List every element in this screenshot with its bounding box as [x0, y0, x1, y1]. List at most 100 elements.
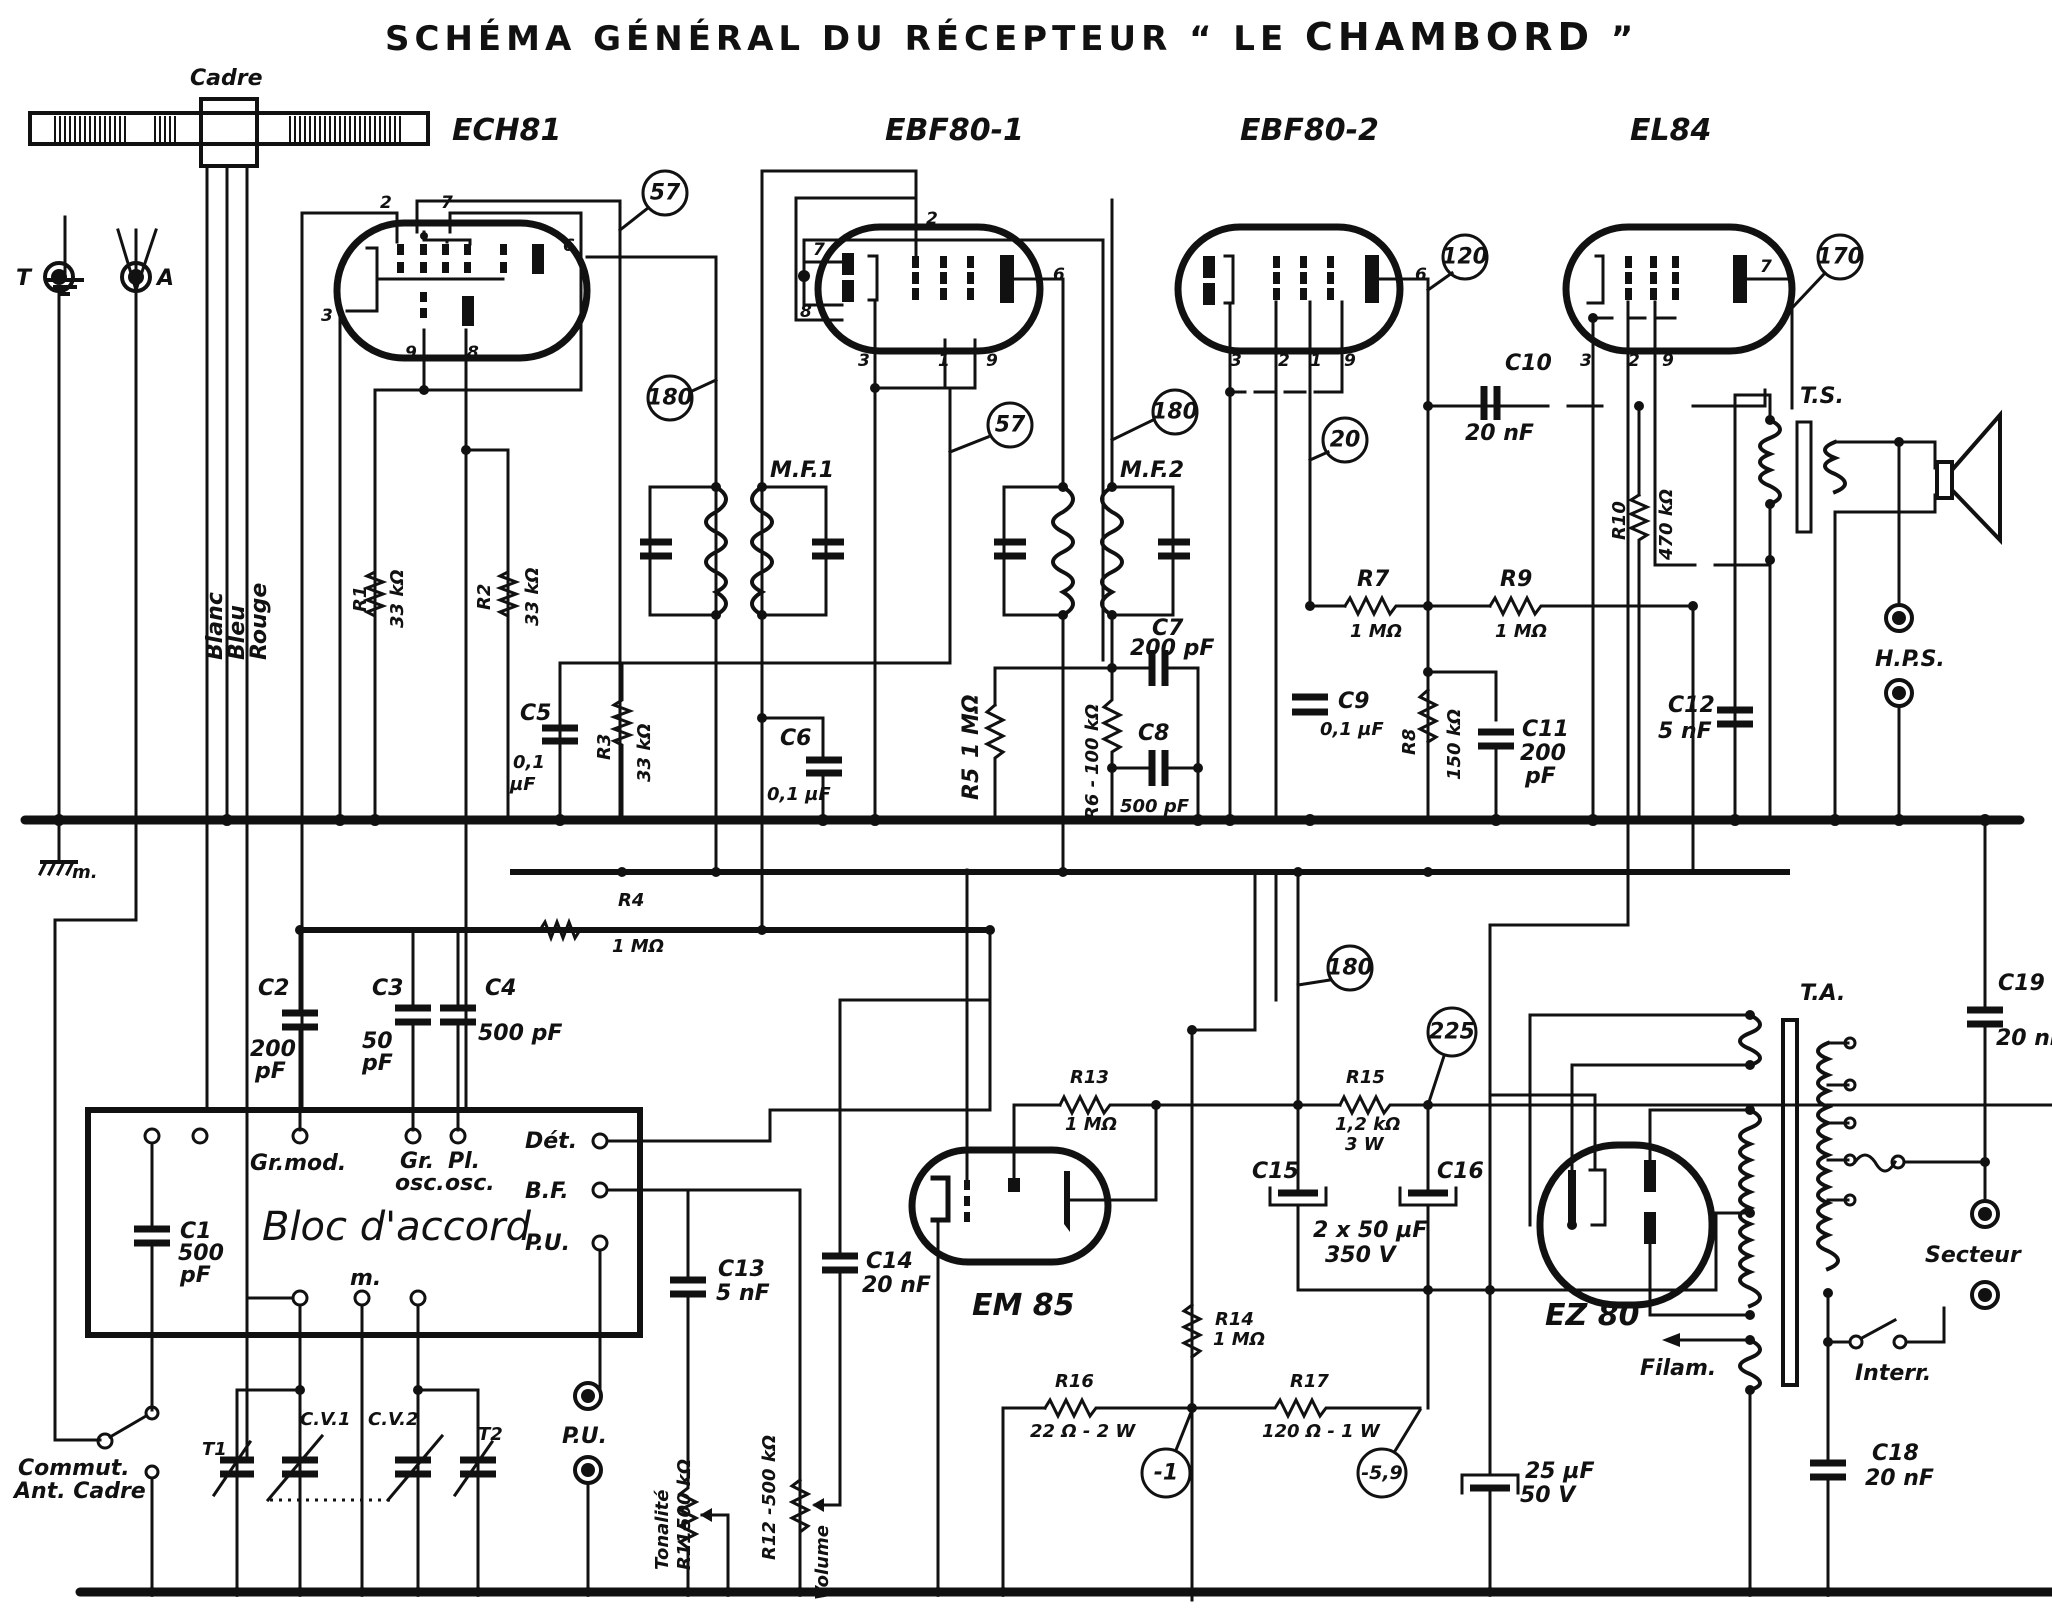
svg-text:20 nF: 20 nF — [1465, 421, 1534, 446]
svg-text:C13: C13 — [718, 1257, 765, 1282]
svg-text:Volume: Volume — [812, 1525, 833, 1600]
svg-text:100 kΩ: 100 kΩ — [1082, 704, 1103, 775]
svg-text:1 MΩ: 1 MΩ — [959, 694, 984, 758]
svg-text:2: 2 — [926, 209, 938, 229]
svg-text:2: 2 — [1278, 351, 1290, 371]
svg-text:C11: C11 — [1522, 717, 1569, 742]
chassis-ground-icon — [37, 859, 78, 877]
svg-text:57: 57 — [650, 181, 681, 206]
voltage-marker: -1 — [1140, 1408, 1194, 1499]
variable-capacitor-cv1[interactable] — [265, 1433, 325, 1503]
svg-text:120: 120 — [1442, 245, 1488, 270]
hps-jack-top[interactable] — [1884, 603, 1914, 633]
svg-text:R4: R4 — [618, 890, 644, 911]
svg-text:9: 9 — [986, 351, 998, 371]
voltage-marker: 180 — [1109, 388, 1199, 443]
svg-text:3 W: 3 W — [1345, 1134, 1385, 1155]
svg-text:500 kΩ: 500 kΩ — [759, 1435, 780, 1506]
svg-text:0,1: 0,1 — [513, 752, 545, 773]
svg-text:9: 9 — [1662, 351, 1674, 371]
secteur-label: Secteur — [1925, 1243, 2022, 1268]
pu-jack-bottom[interactable] — [573, 1455, 603, 1485]
pu-jack-top[interactable] — [573, 1381, 603, 1411]
svg-text:500 pF: 500 pF — [478, 1021, 562, 1046]
tube-ez80 — [1536, 1141, 1716, 1309]
tube-label-em85: EM 85 — [972, 1288, 1075, 1323]
svg-text:R16: R16 — [1055, 1371, 1094, 1392]
svg-text:C2: C2 — [258, 976, 289, 1001]
capacitor-c5 — [542, 724, 578, 745]
svg-text:3: 3 — [1580, 351, 1592, 371]
if-transformer-mf1 — [640, 255, 844, 620]
svg-text:33 kΩ: 33 kΩ — [387, 569, 408, 628]
r11-label: R11-500 kΩ — [674, 1459, 695, 1570]
svg-text:R12 -: R12 - — [759, 1507, 780, 1560]
output-transformer-ts — [1758, 393, 1937, 822]
svg-text:2 x 50 µF: 2 x 50 µF — [1313, 1218, 1427, 1243]
power-switch[interactable] — [1848, 1317, 1908, 1350]
svg-text:500: 500 — [178, 1241, 224, 1266]
svg-text:200 pF: 200 pF — [1130, 636, 1214, 661]
wire-labels: Blanc Bleu Rouge — [203, 583, 272, 660]
tube-em85 — [908, 1146, 1112, 1266]
svg-text:20 nF: 20 nF — [862, 1273, 931, 1298]
terminal-t-label: T — [16, 266, 33, 291]
voltage-marker: 180 — [646, 374, 718, 422]
svg-text:R13: R13 — [1070, 1067, 1109, 1088]
svg-text:C3: C3 — [372, 976, 403, 1001]
svg-text:50 V: 50 V — [1520, 1483, 1577, 1508]
secteur-jack-bottom[interactable] — [1970, 1280, 2000, 1310]
svg-text:C14: C14 — [866, 1249, 913, 1274]
svg-text:osc.: osc. — [445, 1171, 495, 1196]
resistor-r7 — [1342, 594, 1430, 618]
capacitor-c10 — [1480, 386, 1501, 420]
trimmer-t1[interactable] — [211, 1439, 254, 1498]
voltage-marker: 225 — [1426, 1006, 1478, 1107]
tone-potentiometer-r11[interactable] — [676, 1292, 730, 1594]
hps-jack-bottom[interactable] — [1884, 678, 1914, 708]
if-transformer-mf2 — [994, 482, 1190, 620]
svg-text:8: 8 — [467, 343, 479, 363]
svg-text:T1: T1 — [202, 1439, 227, 1460]
capacitor-c11 — [1478, 728, 1514, 750]
tube-label-ebf80-2: EBF80-2 — [1240, 113, 1379, 148]
svg-text:Gr.mod.: Gr.mod. — [250, 1151, 346, 1176]
terminal-a-label: A — [155, 266, 174, 291]
resistor-r2 — [495, 568, 521, 622]
svg-text:33 kΩ: 33 kΩ — [634, 723, 655, 782]
volume-potentiometer-r12[interactable] — [788, 1366, 842, 1594]
rod-winding-left — [54, 116, 401, 142]
svg-text:R2: R2 — [474, 584, 495, 610]
svg-text:C12: C12 — [1668, 693, 1715, 718]
svg-text:500 kΩ: 500 kΩ — [674, 1459, 695, 1530]
svg-text:pF: pF — [361, 1051, 393, 1076]
svg-text:T2: T2 — [478, 1424, 503, 1445]
svg-text:1 MΩ: 1 MΩ — [612, 936, 664, 957]
svg-text:pF: pF — [1524, 764, 1556, 789]
resistor-r13 — [1057, 1093, 1158, 1117]
speaker-icon — [1935, 409, 2002, 545]
capacitor-c19 — [1967, 1006, 2003, 1028]
svg-text:180: 180 — [1152, 400, 1198, 425]
trimmer-t2[interactable] — [452, 1439, 496, 1498]
chassis-label: m. — [72, 862, 98, 883]
variable-capacitor-cv2[interactable] — [385, 1433, 445, 1503]
svg-text:0,1 µF: 0,1 µF — [767, 784, 831, 805]
svg-text:57: 57 — [995, 413, 1026, 438]
svg-text:Filam.: Filam. — [1640, 1356, 1716, 1381]
resistor-r17 — [1190, 1396, 1422, 1420]
electrolytic-cathode-cap — [1460, 1473, 1520, 1495]
svg-text:C19: C19 — [1998, 971, 2045, 996]
secteur-jack-top[interactable] — [1970, 1199, 2000, 1229]
svg-text:180: 180 — [1327, 956, 1373, 981]
svg-text:R15: R15 — [1346, 1067, 1385, 1088]
voltage-marker: 57 — [617, 169, 689, 233]
cadre-coil-box — [199, 97, 259, 168]
svg-text:2: 2 — [1628, 351, 1640, 371]
svg-text:22 Ω - 2 W: 22 Ω - 2 W — [1030, 1421, 1136, 1442]
voltage-marker: -5,9 — [1356, 1407, 1423, 1499]
svg-text:Dét.: Dét. — [525, 1129, 577, 1154]
tube-label-ech81: ECH81 — [452, 113, 561, 148]
tube-ebf80-1 — [814, 223, 1044, 355]
